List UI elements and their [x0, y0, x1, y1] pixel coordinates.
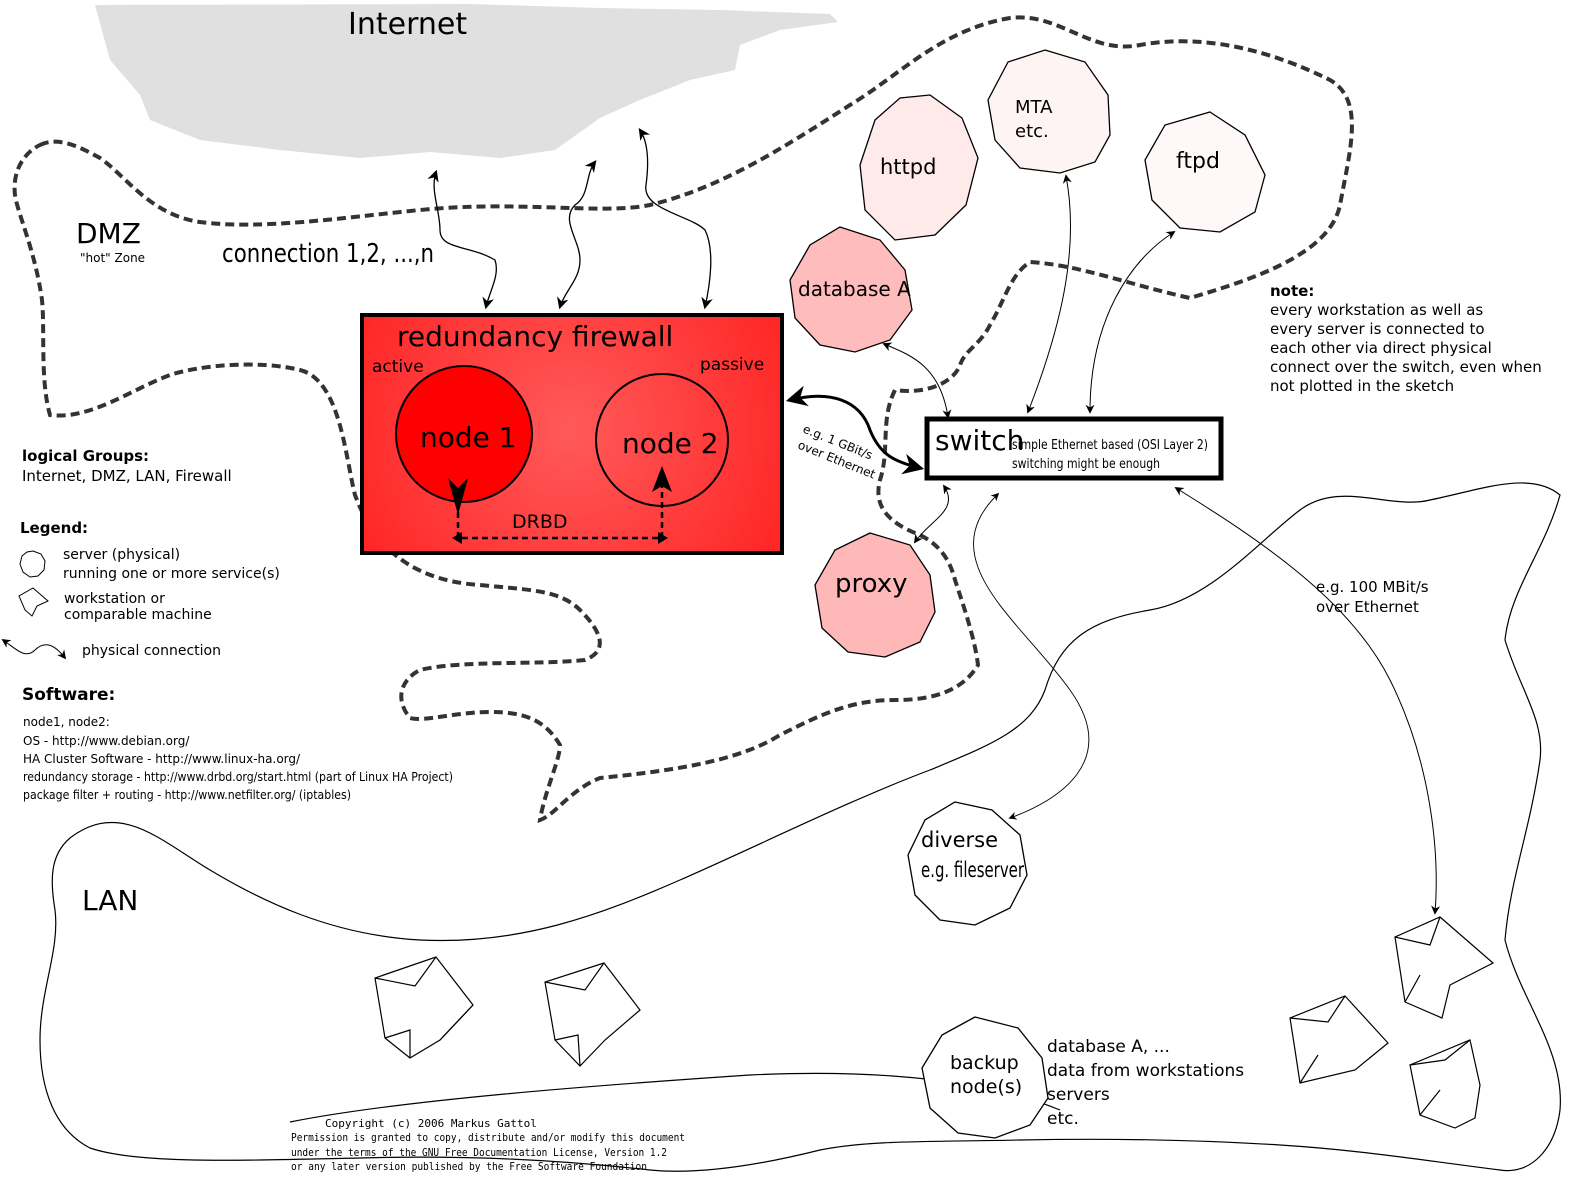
httpd-label: httpd: [880, 155, 936, 179]
legend-connection-label: physical connection: [82, 643, 221, 659]
mta-switch-link: [1026, 174, 1072, 414]
drbd-arrow-right: [658, 532, 668, 544]
lan-zone: [39, 482, 1561, 1172]
legend-server-line1: server (physical): [63, 547, 180, 563]
legend-title: Legend:: [20, 519, 88, 537]
lan-label: LAN: [82, 884, 138, 917]
legend-workstation-line1: workstation or: [64, 591, 165, 607]
backup-data-line-3: servers: [1047, 1085, 1110, 1105]
backup-data-line-1: database A, ...: [1047, 1037, 1170, 1057]
copyright-line-1: Copyright (c) 2006 Markus Gattol: [325, 1117, 537, 1130]
backup-data-line-2: data from workstations: [1047, 1061, 1244, 1081]
drbd-arrow-down: [448, 478, 468, 515]
switch-desc-line1: simple Ethernet based (OSI Layer 2): [1012, 438, 1208, 453]
ftpd-label: ftpd: [1176, 149, 1220, 174]
passive-label: passive: [700, 355, 764, 375]
backup-server-shape: [921, 1016, 1049, 1139]
drbd-arrow-left: [452, 532, 462, 544]
switch-box: [924, 416, 1224, 481]
internet-cloud: [95, 4, 838, 158]
httpd-server-shape: [859, 94, 979, 241]
drbd-arrow-up: [652, 466, 672, 492]
diverse-label-line1: diverse: [921, 828, 998, 852]
database-switch-link: [882, 342, 952, 419]
software-line-1: node1, node2:: [23, 715, 110, 729]
dmz-zone: [12, 15, 1354, 823]
logical-groups-text: Internet, DMZ, LAN, Firewall: [22, 467, 232, 485]
internet-connection-1: [427, 169, 497, 310]
workstation-star-1-detail: [374, 956, 474, 1058]
database-label: database A: [798, 277, 911, 301]
backup-data-line-4: etc.: [1047, 1109, 1079, 1129]
node1-circle: [395, 365, 533, 503]
mbit-label-line1: e.g. 100 MBit/s: [1316, 578, 1429, 596]
firewall-title: redundancy firewall: [397, 320, 673, 353]
mta-label-line2: etc.: [1015, 121, 1049, 142]
connections-label: connection 1,2, ...,n: [222, 239, 434, 269]
software-line-3: HA Cluster Software - http://www.linux-h…: [23, 752, 301, 766]
note-line-5: not plotted in the sketch: [1270, 377, 1454, 395]
mbit-label-line2: over Ethernet: [1316, 598, 1419, 616]
software-line-2: OS - http://www.debian.org/: [23, 734, 190, 748]
legend-server-line2: running one or more service(s): [63, 566, 280, 582]
node1-label: node 1: [420, 421, 517, 454]
diverse-switch-link: [973, 492, 1090, 820]
switch-label: switch: [935, 424, 1024, 457]
workstation-switch-link: [1174, 487, 1441, 915]
workstation-star-3-detail: [1394, 916, 1441, 1003]
workstation-star-5-detail: [1409, 1039, 1471, 1116]
software-line-5: package filter + routing - http://www.ne…: [23, 788, 351, 802]
switch-desc-line2: switching might be enough: [1012, 457, 1160, 472]
internet-connection-3: [638, 128, 713, 310]
dmz-sublabel: "hot" Zone: [80, 251, 145, 265]
legend-connection-icon: [1, 639, 67, 660]
database-server-shape: [789, 226, 913, 353]
copyright-line-2: Permission is granted to copy, distribut…: [291, 1131, 685, 1144]
workstation-star-1: [374, 956, 474, 1059]
note-title: note:: [1270, 282, 1314, 300]
proxy-label: proxy: [835, 569, 908, 599]
note-line-3: each other via direct physical: [1270, 339, 1492, 357]
note-line-2: every server is connected to: [1270, 320, 1485, 338]
backup-label-line2: node(s): [950, 1076, 1022, 1098]
legend-workstation-icon: [18, 587, 49, 617]
diverse-server-shape: [907, 801, 1028, 926]
ftpd-server-shape: [1144, 111, 1266, 233]
firewall-switch-link: [785, 385, 925, 475]
software-line-4: redundancy storage - http://www.drbd.org…: [23, 770, 453, 784]
proxy-switch-link: [913, 484, 952, 544]
logical-groups-title: logical Groups:: [22, 447, 149, 465]
internet-connection-2: [557, 160, 597, 310]
copyright-line-3: under the terms of the GNU Free Document…: [291, 1146, 667, 1159]
drbd-label: DRBD: [512, 511, 568, 533]
mta-label-line1: MTA: [1015, 97, 1053, 118]
legend-server-icon: [19, 550, 46, 578]
software-title: Software:: [22, 685, 115, 705]
workstation-star-3: [1394, 916, 1495, 1019]
note-line-4: connect over the switch, even when: [1270, 358, 1542, 376]
workstation-star-4-detail: [1289, 995, 1346, 1084]
ftpd-switch-link: [1085, 231, 1176, 414]
diverse-label-line2: e.g. fileserver: [921, 858, 1024, 882]
dmz-label: DMZ: [76, 217, 141, 250]
note-line-1: every workstation as well as: [1270, 301, 1483, 319]
internet-label: Internet: [348, 7, 467, 42]
mta-server-shape: [987, 49, 1111, 174]
workstation-star-2-detail: [544, 962, 605, 1067]
legend-workstation-line2: comparable machine: [64, 607, 212, 623]
backup-label-line1: backup: [950, 1052, 1019, 1074]
node2-label: node 2: [622, 427, 719, 460]
proxy-server-shape: [814, 532, 936, 658]
active-label: active: [372, 357, 424, 377]
workstation-star-4: [1289, 995, 1389, 1084]
copyright-line-4: or any later version published by the Fr…: [291, 1160, 647, 1173]
